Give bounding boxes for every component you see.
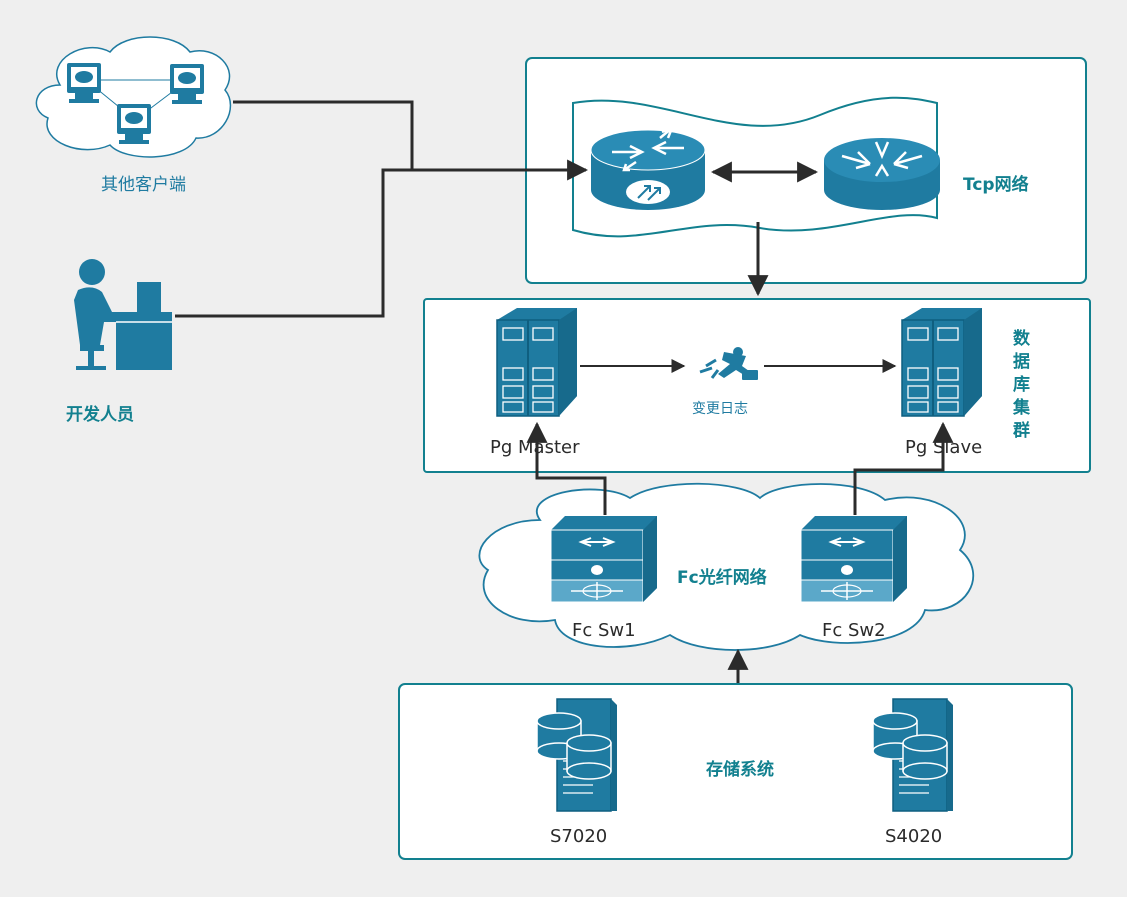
fc-switch-icon [800,515,908,603]
developer-link [175,168,412,318]
fc-network-label: Fc光纤网络 [677,568,767,588]
developer-label: 开发人员 [66,405,134,425]
fc-to-slave-link [853,421,954,515]
router-icon [590,125,706,210]
fc-to-master-link [526,421,607,515]
pg-master-label: Pg Master [490,437,580,458]
s7020-label: S7020 [550,826,608,847]
developer-icon [74,259,172,370]
tcp-network-label: Tcp网络 [963,175,1029,195]
change-log-label: 变更日志 [692,401,748,417]
server-icon [496,307,578,417]
router-icon [824,138,940,210]
s4020-label: S4020 [885,826,943,847]
server-icon [901,307,983,417]
other-clients-label: 其他客户端 [101,175,186,195]
clients-link [233,100,589,181]
fc-sw1-label: Fc Sw1 [572,620,636,641]
db-cluster-label: 数据库集群 [1013,329,1030,441]
storage-system-label: 存储系统 [706,760,774,780]
fc-sw2-label: Fc Sw2 [822,620,886,641]
fc-switch-icon [550,515,658,603]
pg-slave-label: Pg Slave [905,437,983,458]
running-man-icon [699,347,758,380]
